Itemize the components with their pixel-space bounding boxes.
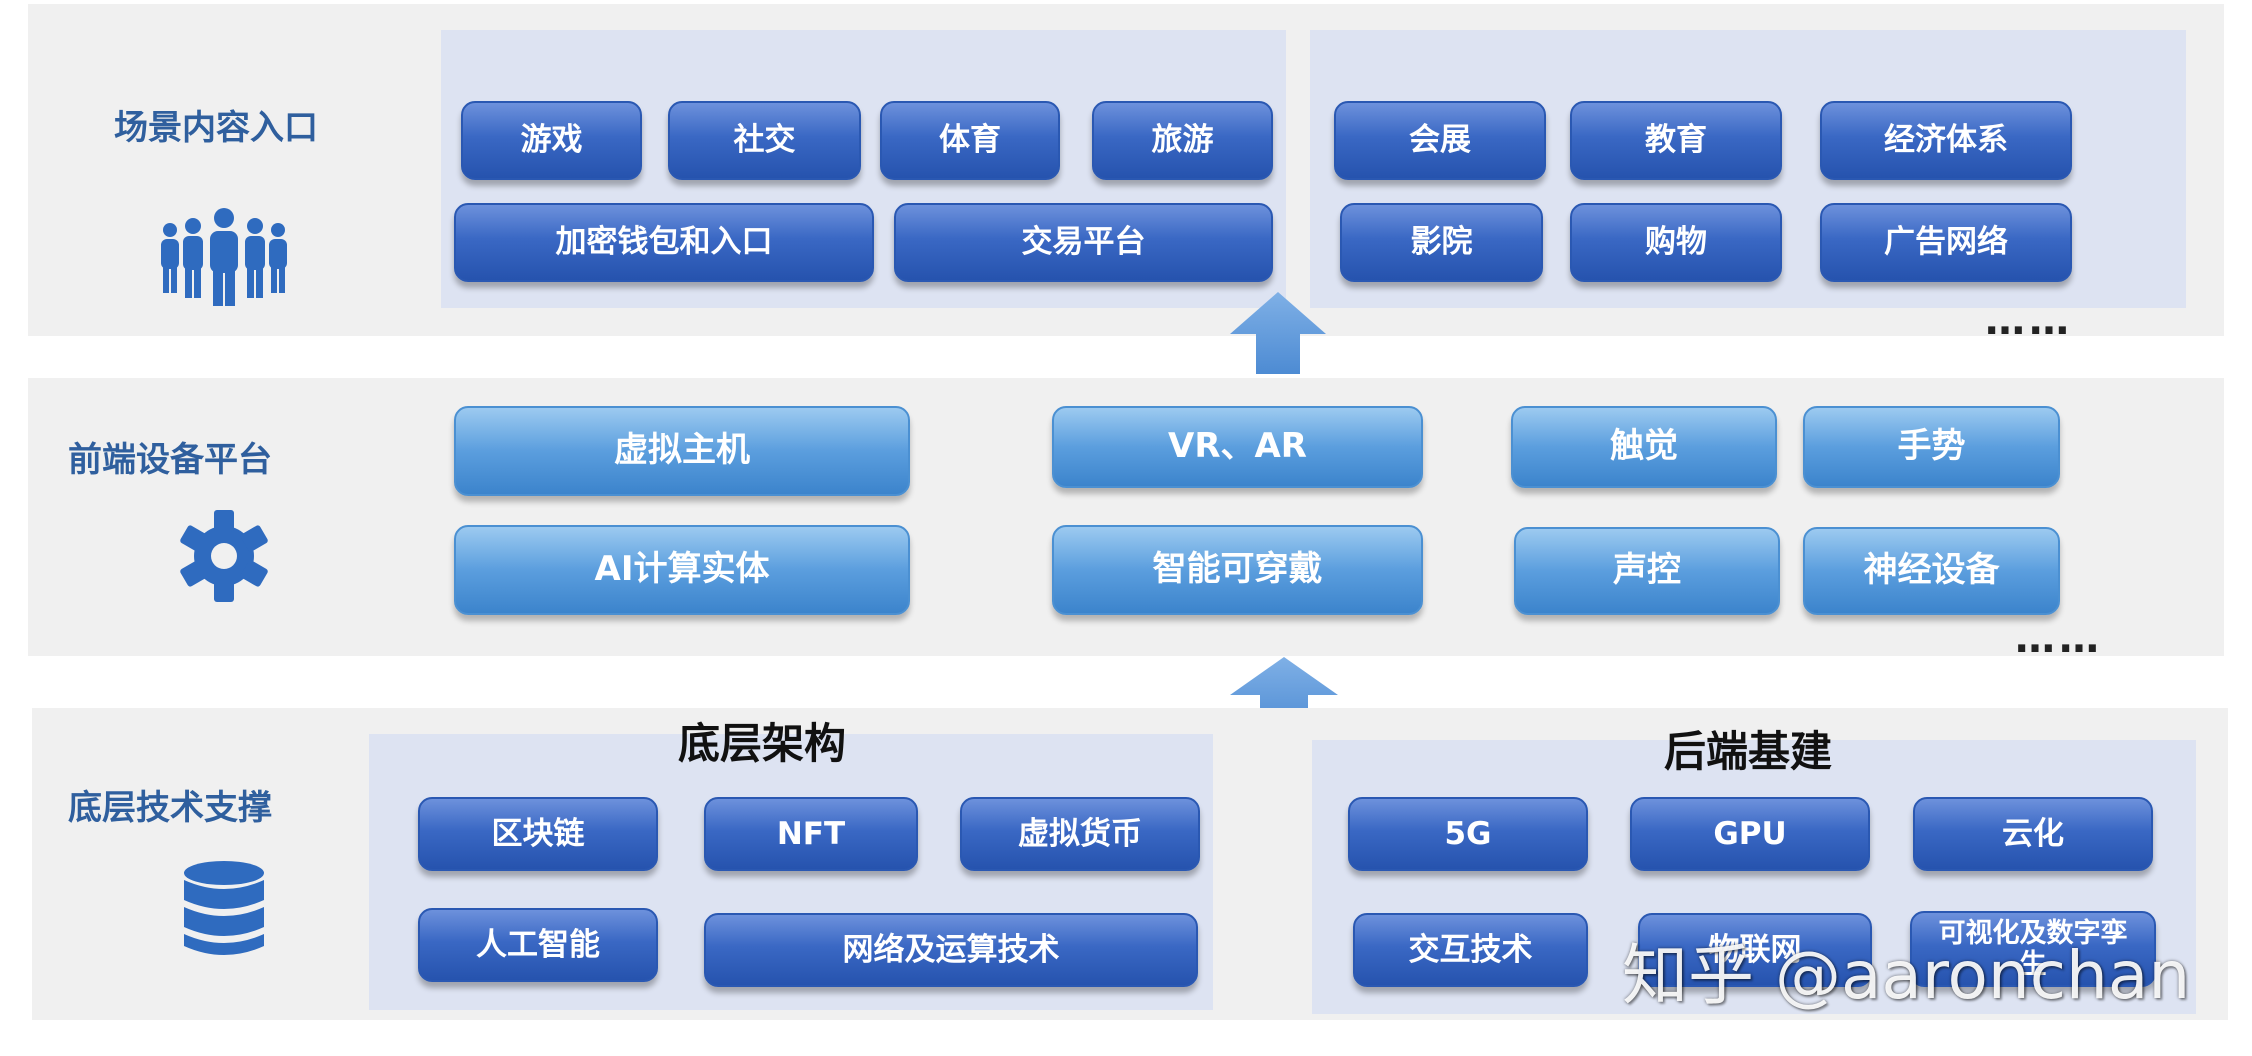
- scene-item-game: 游戏: [461, 101, 642, 180]
- scene-item-ad-network: 广告网络: [1820, 203, 2072, 282]
- frontend-item-voice: 声控: [1514, 527, 1780, 615]
- up-arrow-icon: [1230, 657, 1338, 733]
- database-icon: [184, 861, 264, 955]
- backend-section-title: 后端基建: [1664, 727, 1833, 776]
- infra-item-nft: NFT: [704, 797, 918, 871]
- frontend-ellipsis: ……: [2015, 616, 2103, 662]
- infra-item-virtual-currency: 虚拟货币: [960, 797, 1200, 871]
- frontend-item-ai-entity: AI计算实体: [454, 525, 910, 615]
- watermark: 知乎 @aaronchan: [1622, 937, 2191, 1014]
- gear-icon: [180, 510, 268, 602]
- scene-item-cinema: 影院: [1340, 203, 1543, 282]
- scene-item-economy: 经济体系: [1820, 101, 2072, 180]
- infra-item-blockchain: 区块链: [418, 797, 658, 871]
- frontend-item-wearable: 智能可穿戴: [1052, 525, 1423, 615]
- scene-item-exhibition: 会展: [1334, 101, 1546, 180]
- backend-item-5g: 5G: [1348, 797, 1588, 871]
- frontend-layer-title: 前端设备平台: [68, 440, 272, 480]
- scene-item-education: 教育: [1570, 101, 1782, 180]
- scene-layer-title: 场景内容入口: [114, 108, 318, 148]
- backend-item-interaction: 交互技术: [1353, 913, 1588, 987]
- infra-item-network-computing: 网络及运算技术: [704, 913, 1198, 987]
- frontend-item-vr-ar: VR、AR: [1052, 406, 1423, 488]
- backend-item-gpu: GPU: [1630, 797, 1870, 871]
- scene-item-social: 社交: [668, 101, 861, 180]
- infra-section-title: 底层架构: [678, 719, 847, 768]
- scene-ellipsis: ……: [1985, 298, 2073, 344]
- infra-item-ai: 人工智能: [418, 908, 658, 982]
- scene-item-crypto-wallet: 加密钱包和入口: [454, 203, 874, 282]
- backend-item-visualization-digital-twin: 可视化及数字孪生: [1910, 911, 2156, 987]
- frontend-item-virtual-host: 虚拟主机: [454, 406, 910, 496]
- frontend-item-neural: 神经设备: [1803, 527, 2060, 615]
- backend-item-iot: 物联网: [1638, 913, 1872, 987]
- base-layer-title: 底层技术支撑: [68, 788, 272, 828]
- people-group-icon: [161, 208, 287, 306]
- scene-item-trading-platform: 交易平台: [894, 203, 1273, 282]
- scene-item-shopping: 购物: [1570, 203, 1782, 282]
- frontend-item-haptics: 触觉: [1511, 406, 1777, 488]
- up-arrow-icon: [1230, 292, 1326, 374]
- scene-item-travel: 旅游: [1092, 101, 1273, 180]
- frontend-item-gesture: 手势: [1803, 406, 2060, 488]
- scene-item-sports: 体育: [880, 101, 1060, 180]
- backend-item-cloud: 云化: [1913, 797, 2153, 871]
